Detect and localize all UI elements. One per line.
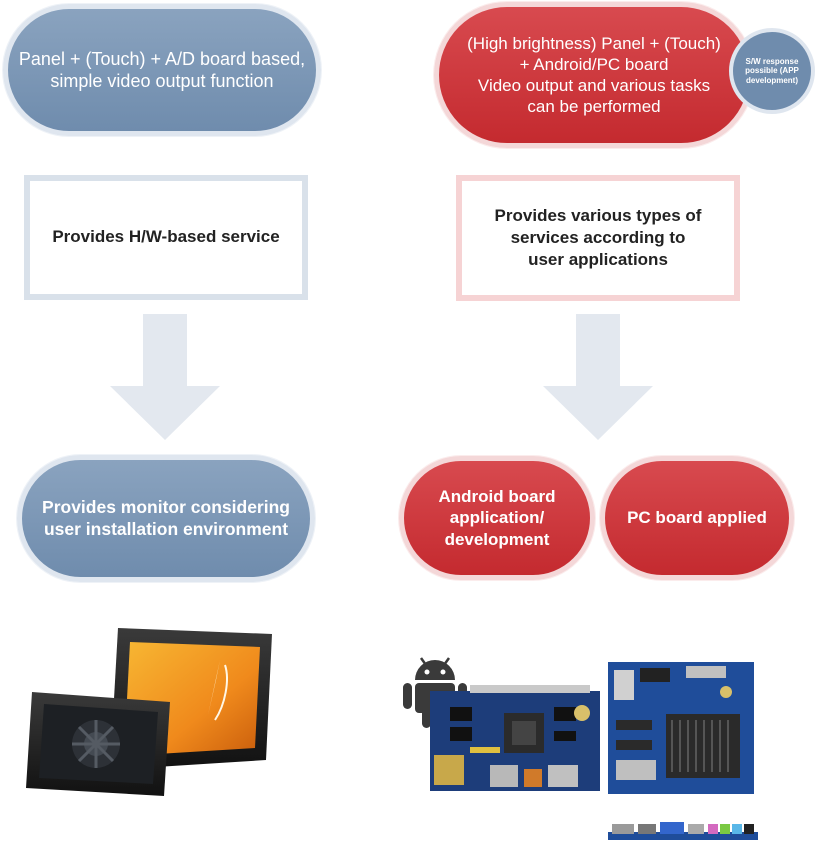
hw-service-text: Provides H/W-based service bbox=[52, 227, 280, 247]
down-arrow-right bbox=[543, 314, 653, 440]
monitor-pill: Provides monitor considering user instal… bbox=[17, 455, 315, 582]
android-board-pill: Android board application/ development bbox=[399, 456, 595, 580]
pc-board-io-image bbox=[608, 822, 758, 840]
hw-service-box: Provides H/W-based service bbox=[24, 175, 308, 300]
monitor-text: Provides monitor considering user instal… bbox=[42, 496, 290, 539]
board-concept-pill: (High brightness) Panel + (Touch) + Andr… bbox=[434, 2, 754, 148]
various-services-box: Provides various types of services accor… bbox=[456, 175, 740, 301]
android-board-image bbox=[430, 685, 600, 791]
sw-response-text: S/W response possible (APP development) bbox=[745, 57, 799, 85]
hw-concept-pill: Panel + (Touch) + A/D board based, simpl… bbox=[3, 4, 321, 136]
android-board-text: Android board application/ development bbox=[438, 487, 556, 549]
sw-response-badge: S/W response possible (APP development) bbox=[729, 28, 815, 114]
pc-board-text: PC board applied bbox=[627, 508, 767, 528]
various-services-text: Provides various types of services accor… bbox=[494, 205, 702, 270]
down-arrow-left bbox=[110, 314, 220, 440]
pc-board-pill: PC board applied bbox=[600, 456, 794, 580]
board-concept-text: (High brightness) Panel + (Touch) + Andr… bbox=[467, 33, 721, 117]
pc-board-image bbox=[608, 662, 754, 794]
industrial-monitor-image bbox=[26, 628, 272, 796]
hw-concept-text: Panel + (Touch) + A/D board based, simpl… bbox=[18, 48, 306, 92]
